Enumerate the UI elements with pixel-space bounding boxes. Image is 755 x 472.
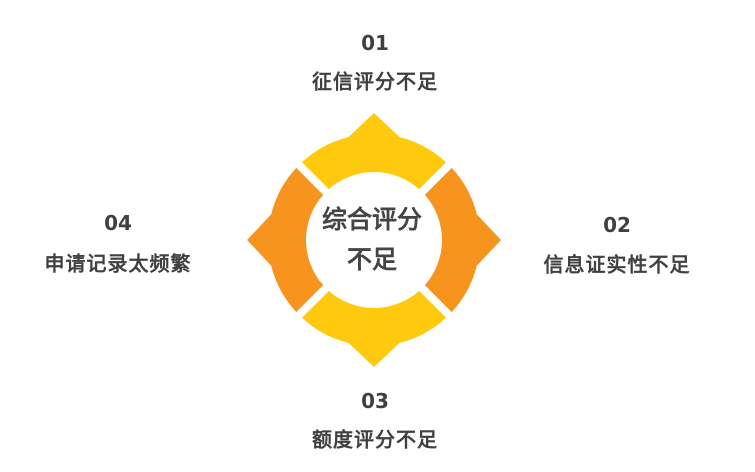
segment-03: [301, 290, 447, 367]
item-02-number: 02: [603, 213, 631, 237]
item-01-label: 征信评分不足: [312, 69, 438, 94]
item-02-label: 信息证实性不足: [543, 252, 691, 277]
segment-01: [301, 113, 447, 190]
item-04-number: 04: [104, 211, 132, 235]
item-03-number: 03: [361, 389, 389, 413]
segment-02: [424, 167, 501, 313]
item-03-label: 额度评分不足: [312, 427, 438, 452]
center-title: 综合评分 不足: [322, 200, 422, 280]
item-04-label: 申请记录太频繁: [44, 251, 192, 276]
segment-04: [247, 167, 324, 313]
item-01-number: 01: [361, 31, 389, 55]
center-title-line2: 不足: [346, 245, 398, 274]
center-title-line1: 综合评分: [321, 205, 423, 234]
